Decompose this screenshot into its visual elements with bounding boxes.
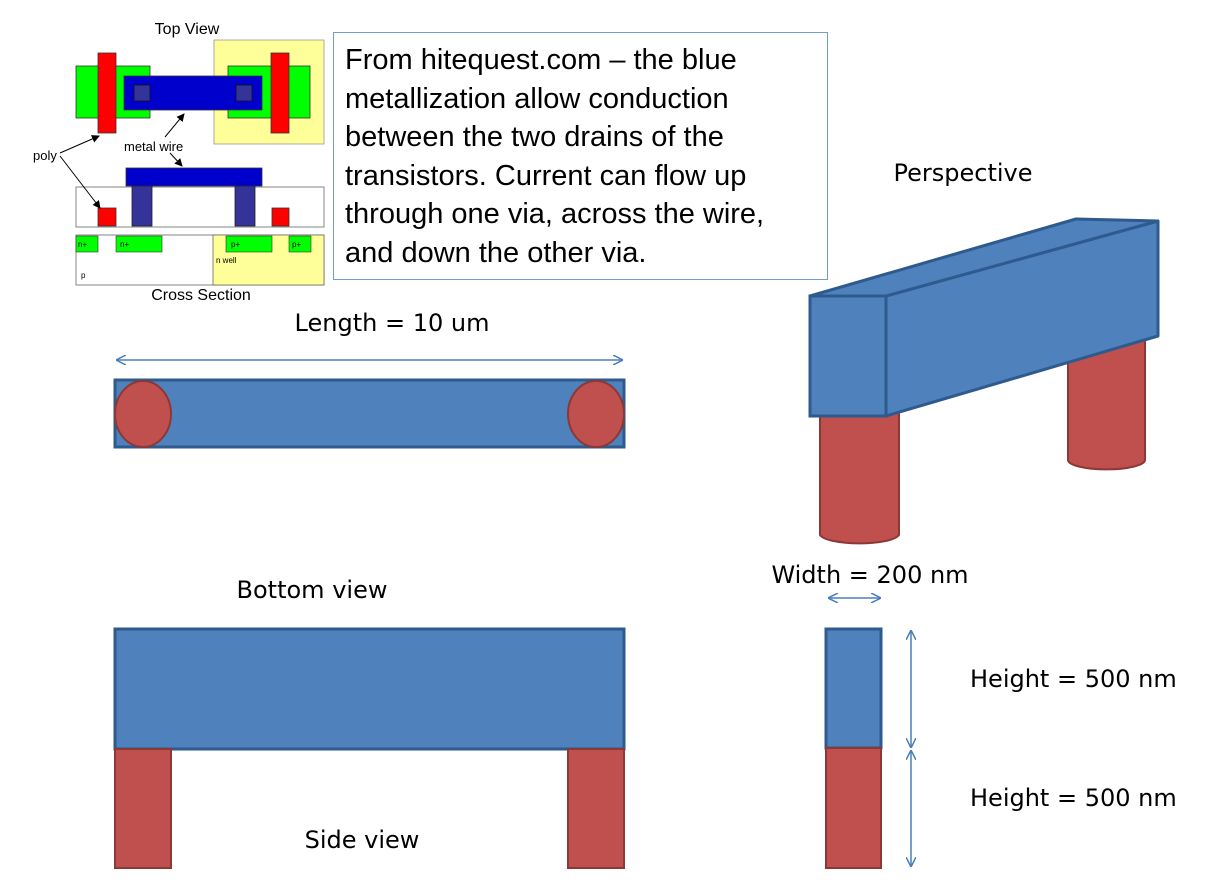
source-callout: From hitequest.com – the blue metallizat… — [333, 32, 828, 280]
perspective-label: Perspective — [894, 159, 1033, 187]
inset-cross-section: n+ n+ p+ p+ n well p Cross Section — [75, 167, 325, 304]
p-plus-drain-label: p+ — [231, 240, 240, 249]
perspective-wire-end-face — [808, 294, 888, 418]
via-contact-right — [235, 84, 253, 102]
end-view: Width = 200 nm Height = 500 nm Height = … — [771, 561, 1177, 869]
side-view-wire — [113, 627, 626, 751]
length-label: Length = 10 um — [295, 309, 490, 337]
p-substrate-label: p — [81, 271, 86, 280]
poly-cross-left — [97, 207, 117, 227]
n-well-label: n well — [216, 256, 237, 265]
top-view-label: Top View — [155, 21, 220, 38]
side-view-via-right — [567, 748, 625, 869]
end-view-wire — [824, 627, 883, 750]
bottom-view-label: Bottom view — [237, 576, 388, 604]
p-plus-region — [288, 235, 312, 253]
via-cross-left — [131, 185, 153, 227]
inset-top-view: Top View — [75, 21, 325, 145]
n-plus-drain-label: n+ — [120, 240, 129, 249]
n-plus-label: n+ — [78, 240, 87, 249]
metal-wire-arrow-cross — [169, 152, 183, 167]
p-plus-label: p+ — [292, 240, 301, 249]
poly-label: poly — [33, 148, 57, 163]
length-view-via-left — [114, 380, 172, 448]
side-view-label: Side view — [305, 826, 420, 854]
poly-arrow-top — [59, 135, 100, 154]
perspective-via-front — [819, 404, 900, 545]
height-via-label: Height = 500 nm — [970, 784, 1177, 812]
height-metal-label: Height = 500 nm — [970, 665, 1177, 693]
via-contact-left — [133, 84, 151, 102]
pmos-poly-gate — [270, 52, 290, 134]
p-plus-drain — [225, 235, 273, 253]
metal-wire-label: metal wire — [124, 139, 183, 154]
perspective-via-back — [1067, 329, 1146, 471]
n-plus-drain — [115, 235, 163, 253]
n-plus-region — [75, 235, 99, 253]
width-label: Width = 200 nm — [771, 561, 968, 589]
length-view: Length = 10 um — [113, 309, 626, 449]
length-view-wire — [113, 378, 626, 449]
inset-annotations: poly metal wire — [33, 113, 185, 209]
metal-wire-arrow-top — [164, 113, 185, 138]
end-view-via — [825, 747, 882, 869]
callout-text: From hitequest.com – the blue metallizat… — [345, 44, 765, 269]
side-view-via-left — [114, 748, 172, 869]
metal-wire-cross — [125, 167, 263, 187]
poly-arrow-cross — [59, 155, 101, 209]
side-view: Bottom view Side view — [113, 576, 626, 869]
via-cross-right — [234, 185, 256, 227]
length-view-via-right — [567, 380, 625, 448]
cross-section-label: Cross Section — [151, 287, 251, 304]
poly-cross-right — [271, 207, 290, 227]
nmos-poly-gate — [97, 52, 117, 134]
perspective-view: Perspective — [808, 159, 1160, 545]
